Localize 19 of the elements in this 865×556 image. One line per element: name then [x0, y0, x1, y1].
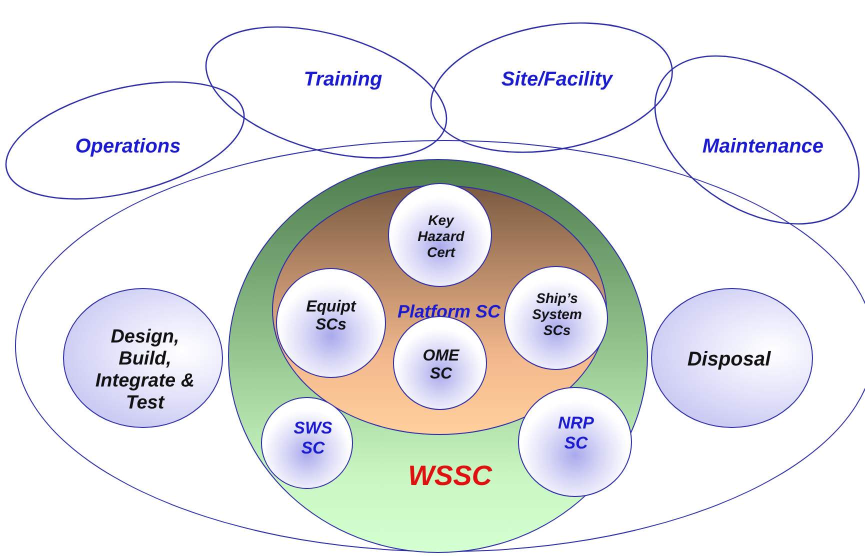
region-label: Maintenance: [702, 135, 824, 158]
region-label: Training: [304, 68, 382, 92]
node-label: Design, Build, Integrate & Test: [95, 326, 195, 414]
loop-region: [429, 21, 675, 155]
node-label: Ship’s System SCs: [531, 290, 583, 338]
node-label: Equipt SCs: [305, 298, 358, 336]
node-label: OME SC: [422, 348, 460, 384]
region-label: Site/Facility: [501, 68, 613, 92]
region-label: Operations: [75, 135, 181, 158]
node-label: Key Hazard Cert: [416, 212, 466, 260]
loop-region: [4, 80, 246, 200]
loop-region: [204, 24, 448, 160]
node-label: SWS SC: [292, 418, 334, 458]
outer-ellipse: [15, 140, 865, 552]
node-label: WSSC: [408, 460, 492, 492]
node-label: NRP SC: [557, 413, 595, 453]
node-label: Platform SC: [397, 302, 501, 322]
loop-region: [653, 54, 861, 226]
node-label: Disposal: [687, 348, 771, 372]
